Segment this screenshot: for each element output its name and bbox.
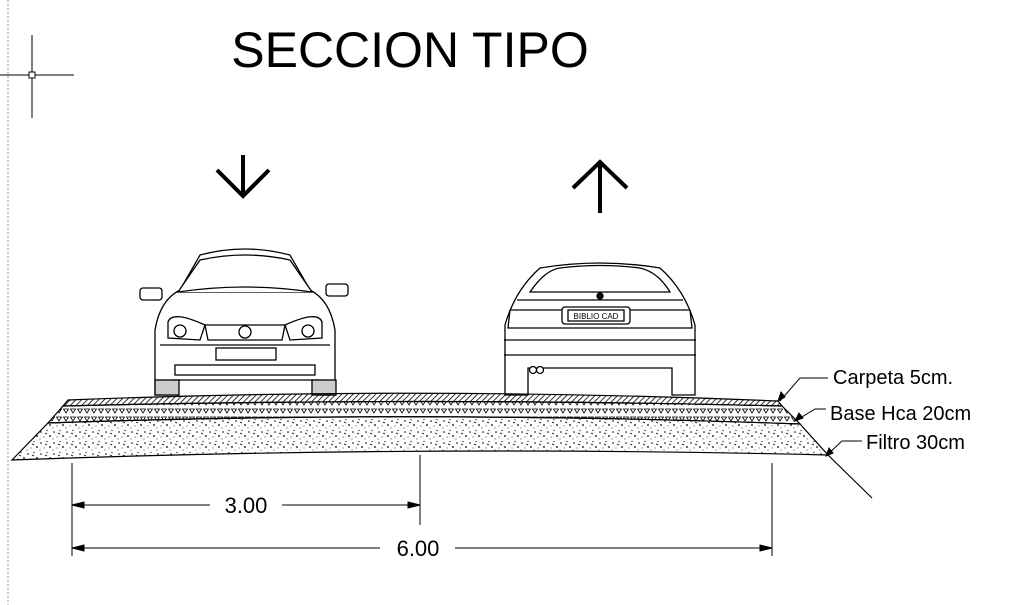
dimension-label-6m: 6.00 [397,536,440,561]
crosshair-cursor-icon [0,35,74,118]
down-arrow-icon [215,155,271,199]
page-title: SECCION TIPO [231,22,588,78]
dimension-label-3m: 3.00 [225,493,268,518]
car-front-view [139,248,349,396]
up-arrow-icon [571,159,629,213]
layer-leaders [777,377,862,457]
license-plate-text: BIBLIO CAD [574,312,619,321]
road-pavement-layers [10,392,873,499]
filtro-layer [10,416,830,461]
layer-label-carpeta: Carpeta 5cm. [833,367,953,389]
car-rear-view: BIBLIO CAD [504,262,696,396]
layer-label-base: Base Hca 20cm [830,403,971,425]
dimension-lines [71,455,773,556]
layer-label-filtro: Filtro 30cm [866,432,965,454]
